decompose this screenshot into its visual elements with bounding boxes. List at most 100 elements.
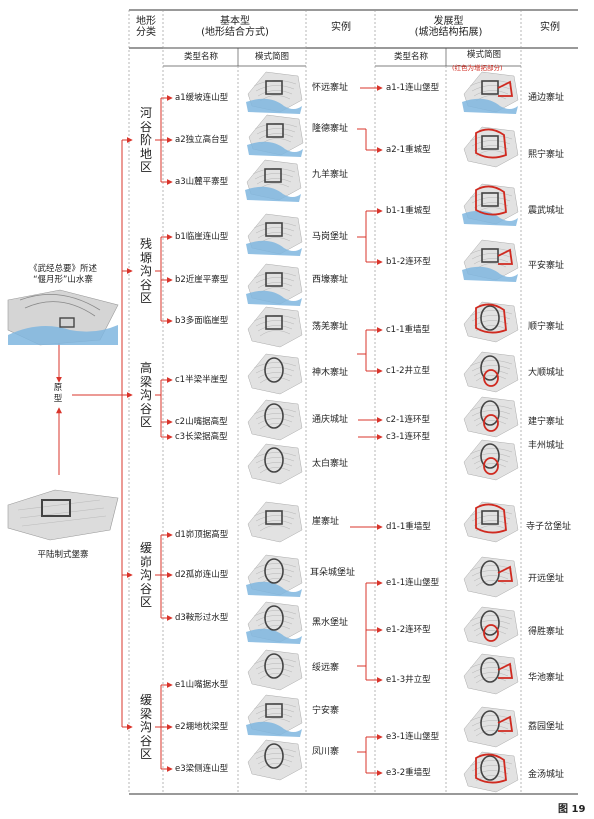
dev-example-a2-1: 熙宁寨址 <box>528 150 565 160</box>
dev-example-e3-1: 荔园堡址 <box>528 722 565 732</box>
basic-example-d2: 耳朵城堡址 <box>310 568 356 578</box>
basic-type-d2: d2孤峁连山型 <box>175 570 229 580</box>
basic-type-b2: b2近崖平寨型 <box>175 275 229 285</box>
figure-label: 图 19 <box>558 804 586 815</box>
dev-example-b1-1: 震武城址 <box>528 206 565 216</box>
basic-type-c3: c3长梁据高型 <box>175 432 228 442</box>
basic-example-e1: 绥远寨 <box>312 663 340 673</box>
category-e: 缓 梁 沟 谷 区 <box>139 693 152 761</box>
basic-example-e2: 宁安寨 <box>312 706 340 716</box>
subheader-diagram-1: 模式简图 <box>254 52 289 62</box>
basic-type-a2: a2独立高台型 <box>175 135 229 145</box>
dev-type-e3-2: e3-2重墙型 <box>386 768 431 778</box>
diagram-d3 <box>246 601 303 644</box>
diagram-b2 <box>246 263 303 306</box>
diagram-c1-1 <box>463 301 519 343</box>
diagram-a3 <box>245 159 302 202</box>
dev-example-c2-1: 建宁寨址 <box>528 417 565 427</box>
dev-type-e1-1: e1-1连山堡型 <box>386 578 440 588</box>
dev-type-a1-1: a1-1连山堡型 <box>386 83 440 93</box>
basic-type-d3: d3鞍形过水型 <box>175 613 229 623</box>
dev-type-c1-2: c1-2井立型 <box>386 366 431 376</box>
dev-type-b1-1: b1-1重城型 <box>386 206 431 216</box>
dev-type-c1-1: c1-1重墙型 <box>386 325 431 335</box>
diagram-d2 <box>246 554 303 597</box>
header-landform: 地形 分类 <box>136 16 156 38</box>
diagram-c2-1 <box>463 396 519 438</box>
diagram-a1 <box>246 71 303 114</box>
dev-example-b1-2: 平安寨址 <box>528 261 565 271</box>
dev-type-d1-1: d1-1重墙型 <box>386 522 431 532</box>
diagram-e2 <box>246 694 303 737</box>
dev-example-a1-1: 通边寨址 <box>528 93 565 103</box>
diagram-e3-2 <box>463 751 519 793</box>
subheader-type-name-2: 类型名称 <box>393 52 428 62</box>
diagram-c3-1 <box>463 439 519 481</box>
basic-example-c1: 神木寨址 <box>312 368 349 378</box>
diagram-a2-1 <box>463 126 519 168</box>
dev-example-e1-3: 华池寨址 <box>528 673 565 683</box>
red-note: (红色为增拓部分) <box>452 64 503 72</box>
basic-example-a1: 怀远寨址 <box>312 83 349 93</box>
diagram-d1-1 <box>463 501 519 543</box>
category-a: 河 谷 阶 地 区 <box>139 106 152 174</box>
dev-example-e3-2: 金汤城址 <box>528 770 565 780</box>
basic-example-c2: 通庆城址 <box>312 415 349 425</box>
basic-type-a1: a1缓坡连山型 <box>175 93 229 103</box>
prototype-label: 原 型 <box>53 383 63 404</box>
dev-type-e1-2: e1-2连环型 <box>386 625 431 635</box>
subheader-type-name-1: 类型名称 <box>183 52 218 62</box>
prototype-bottom-caption: 平陆制式堡寨 <box>37 550 89 560</box>
prototype-top-caption: 《武经总要》所述 “偃月形”山水寨 <box>28 264 97 285</box>
basic-type-d1: d1峁顶据高型 <box>175 530 229 540</box>
diagram-a2 <box>247 114 304 157</box>
basic-type-e3: e3梁侧连山型 <box>175 764 229 774</box>
basic-type-b1: b1临崖连山型 <box>175 232 229 242</box>
basic-example-d3: 黑水堡址 <box>312 618 349 628</box>
header-developed: 发展型 (城池结构拓展) <box>414 16 483 38</box>
diagram-e1 <box>247 649 303 691</box>
prototype-top-image <box>7 289 119 346</box>
basic-type-e1: e1山嘴据水型 <box>175 680 229 690</box>
category-b: 残 塬 沟 谷 区 <box>139 237 152 305</box>
diagram-b3 <box>247 306 303 348</box>
dev-example-c1-1: 顺宁寨址 <box>528 322 565 332</box>
diagram-c1-2 <box>463 351 519 393</box>
prototype-bottom-image <box>7 489 119 541</box>
basic-example-b3: 荡羌寨址 <box>312 322 349 332</box>
basic-example-b1: 马岗堡址 <box>312 232 349 242</box>
diagram-e3 <box>247 739 303 781</box>
diagram-e1-3 <box>463 653 519 695</box>
dev-example-e1-1: 开远堡址 <box>528 574 565 584</box>
basic-example-e3: 凤川寨 <box>312 747 340 757</box>
basic-example-a2: 隆德寨址 <box>312 124 349 134</box>
diagram-c2 <box>247 399 303 441</box>
header-example-2: 实例 <box>540 22 560 33</box>
dev-type-e1-3: e1-3井立型 <box>386 675 431 685</box>
category-d: 缓 峁 沟 谷 区 <box>139 541 152 609</box>
diagram-c3 <box>247 443 303 485</box>
category-c: 高 梁 沟 谷 区 <box>139 361 152 429</box>
header-example-1: 实例 <box>331 22 351 33</box>
diagram-e3-1 <box>463 706 519 748</box>
basic-example-c3: 太白寨址 <box>312 459 349 469</box>
dev-type-a2-1: a2-1重城型 <box>386 145 431 155</box>
diagram-e1-1 <box>463 556 519 598</box>
basic-example-d1: 崖寨址 <box>312 517 340 527</box>
diagram-b1-2 <box>462 239 519 282</box>
basic-type-b3: b3多面临崖型 <box>175 316 229 326</box>
dev-example-c1-2: 大顺城址 <box>528 368 565 378</box>
header-basic: 基本型 (地形结合方式) <box>201 16 269 38</box>
basic-type-c2: c2山嘴据高型 <box>175 417 228 427</box>
dev-type-c3-1: c3-1连环型 <box>386 432 431 442</box>
dev-type-e3-1: e3-1连山堡型 <box>386 732 440 742</box>
basic-type-e2: e2堋地枕梁型 <box>175 722 229 732</box>
diagram-b1 <box>246 213 303 256</box>
diagram-c1 <box>247 353 303 395</box>
diagram-d1 <box>247 501 303 543</box>
diagram-a1-1 <box>462 71 519 114</box>
dev-example-c3-1: 丰州城址 <box>528 441 565 451</box>
dev-example-e1-2: 得胜寨址 <box>528 627 565 637</box>
diagram-b1-1 <box>462 183 519 226</box>
